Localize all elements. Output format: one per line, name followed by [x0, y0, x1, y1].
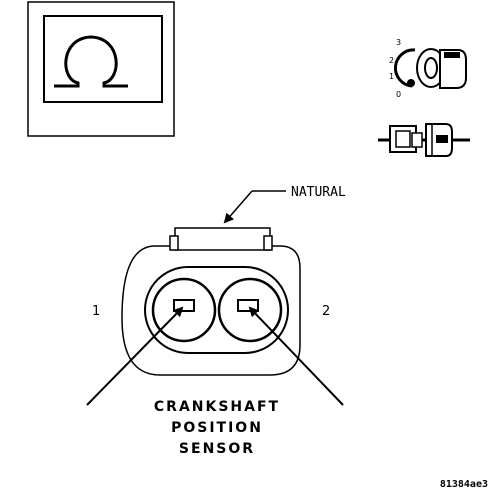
omega-icon — [54, 35, 128, 88]
pin-2-leader-arrow — [248, 306, 344, 406]
key-position-0: 0 — [396, 90, 401, 99]
natural-label: NATURAL — [291, 185, 346, 200]
title-line-2: POSITION — [171, 420, 263, 436]
key-position-3: 3 — [396, 38, 401, 47]
component-title: CRANKSHAFT POSITION SENSOR — [154, 399, 280, 457]
title-line-1: CRANKSHAFT — [154, 399, 280, 415]
title-line-3: SENSOR — [179, 441, 255, 457]
pin-1-terminal — [173, 299, 195, 312]
key-position-1: 1 — [389, 72, 394, 81]
pin-1-leader-arrow — [86, 306, 184, 406]
connector-plug-icon — [378, 123, 470, 157]
ignition-key-icon: 3 2 1 0 — [389, 38, 467, 99]
key-position-2: 2 — [389, 56, 394, 65]
pin-1-label: 1 — [92, 304, 100, 319]
pin-2-label: 2 — [322, 304, 330, 319]
figure-code: 81384ae3 — [440, 479, 488, 490]
connector-housing — [121, 227, 301, 376]
omega-symbol-box — [27, 1, 175, 137]
pin-2-terminal — [237, 299, 259, 312]
natural-callout: NATURAL — [223, 185, 346, 224]
